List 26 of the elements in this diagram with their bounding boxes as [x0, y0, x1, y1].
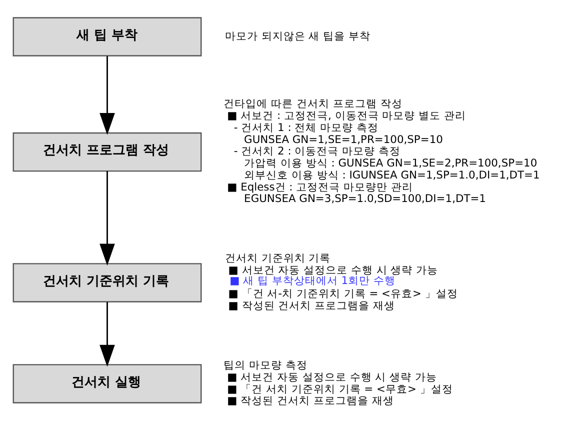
- node-label: ■ 「건 서치 기준위치 기록 = <무효> 」설정: [227, 382, 453, 396]
- arrow: [100, 302, 115, 367]
- node-label: ■ 작성된 건서치 프로그램을 재생: [227, 394, 394, 408]
- node-label: ■ 서보건 자동 설정으로 수행 시 생략 가능: [227, 370, 437, 384]
- arrow: [100, 56, 115, 135]
- node-label: 건서치 기준위치 기록: [224, 252, 331, 265]
- node-box: 건서치 기준위치 기록: [12, 263, 202, 302]
- node-box: 새 팁 부착: [12, 17, 202, 56]
- node-box: 건서치 프로그램 작성: [12, 132, 202, 172]
- node-label: ■ 서보건 자동 설정으로 수행 시 생략 가능: [228, 263, 438, 276]
- node-label: ■ 서보건 : 고정전극, 이동전극 마모량 별도 관리: [227, 108, 466, 122]
- node-label: ■ 작성된 건서치 프로그램을 재생: [228, 299, 395, 312]
- node-label: ■ 「건 서-치 기준위치 기록 = <유효> 」설정: [228, 287, 458, 300]
- node-label: EGUNSEA GN=3,SP=1.0,SD=100,DI=1,DT=1: [244, 192, 486, 206]
- node-label: - 건서치 2 : 이동전극 마모량 측정: [234, 144, 401, 158]
- node-label: ■ Eqless건 : 고정전극 마모량만 관리: [227, 180, 413, 194]
- node-label: 건타입에 따른 건서치 프로그램 작성: [224, 97, 402, 110]
- arrow: [100, 171, 115, 266]
- node-label: - 건서치 1 : 전체 마모량 측정: [234, 120, 379, 134]
- node-box: 건서치 실행: [12, 364, 202, 404]
- node-label: 외부신호 이용 방식 : IGUNSEA GN=1,SP=1.0,DI=1,DT=1: [244, 168, 540, 182]
- node-label: 팁의 마모량 측정: [224, 358, 308, 372]
- node-label: GUNSEA GN=1,SE=1,PR=100,SP=10: [244, 132, 443, 146]
- node-label: ■ 새 팁 부착상태에서 1회만 수행: [230, 274, 396, 288]
- node-label: 마모가 되지않은 새 팁을 부착: [224, 29, 370, 42]
- node-label: 가압력 이용 방식 : GUNSEA GN=1,SE=2,PR=100,SP=10: [244, 156, 538, 170]
